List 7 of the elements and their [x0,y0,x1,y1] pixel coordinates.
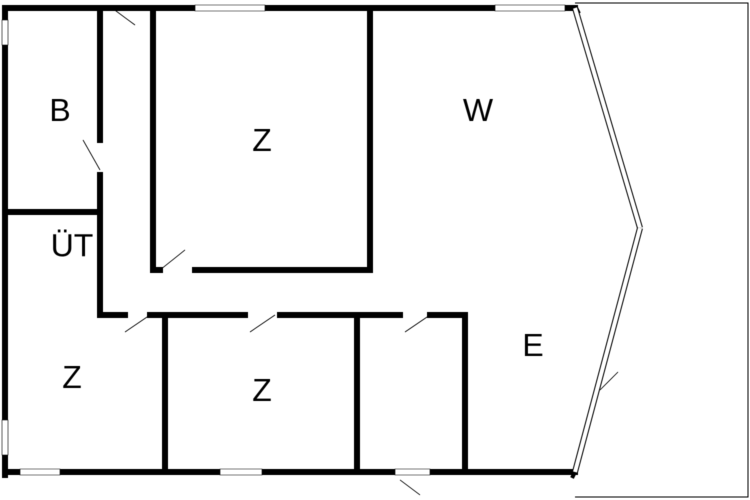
room-label: Z [253,379,271,401]
room-label: ÜT [53,229,93,257]
room-label: Z [63,366,81,388]
room-label: Z [253,129,271,151]
room-label: W [463,99,493,121]
room-label: E [524,334,542,356]
room-label: B [52,99,69,121]
